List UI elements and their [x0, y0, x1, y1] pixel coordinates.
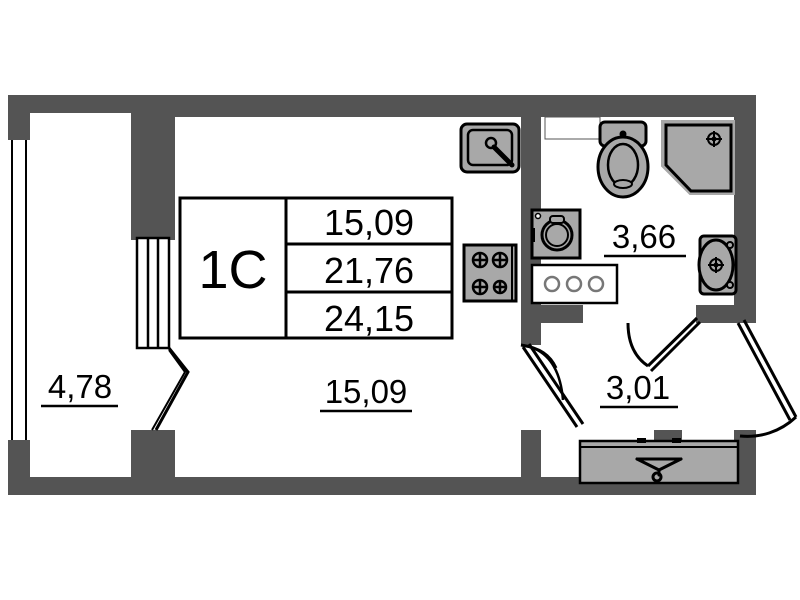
- balcony-glazing-line-a: [11, 140, 13, 440]
- shower-cabin-icon: [661, 120, 735, 195]
- door-living-to-hall: [520, 343, 585, 428]
- summary-row-3-value: 24,15: [324, 298, 414, 339]
- cooktop-icon: [462, 243, 518, 303]
- room-label-bathroom: 3,66: [604, 218, 686, 258]
- apartment-type-label: 1C: [198, 240, 267, 300]
- bathroom-area-value: 3,66: [612, 218, 676, 255]
- wall-balcony-bottom: [8, 477, 138, 495]
- wall-niche-icon: [544, 116, 601, 140]
- door-entrance: [736, 319, 798, 438]
- door-balcony: [135, 236, 190, 431]
- summary-table: 1C 15,09 21,76 24,15: [178, 196, 454, 340]
- balcony-glazing: [8, 140, 30, 440]
- wall-living-right: [521, 305, 541, 345]
- clothes-hanger-icon: [635, 457, 683, 483]
- wall-living-left: [153, 430, 175, 495]
- door-bathroom: [626, 316, 702, 373]
- washbasin-icon: [697, 234, 738, 296]
- hallway-area-value: 3,01: [606, 369, 670, 406]
- wall-bath-bottom-right: [696, 305, 754, 323]
- wall-hall-left-lower: [521, 430, 541, 495]
- shower-drain-icon: [706, 131, 722, 147]
- doors: [135, 236, 798, 438]
- living-room-area-value: 15,09: [325, 373, 408, 410]
- room-area-labels: 4,78 15,09 3,66 3,01: [41, 218, 686, 413]
- wall-main-top: [131, 95, 756, 117]
- kitchen-sink-icon: [459, 122, 521, 174]
- balcony-glazing-line-b: [25, 140, 27, 440]
- fixtures: [459, 120, 740, 485]
- room-label-balcony: 4,78: [41, 368, 118, 408]
- wall-balcony-top: [8, 95, 138, 113]
- basin-drain-icon: [708, 257, 724, 273]
- washing-machine-icon: [530, 208, 582, 260]
- wardrobe-icon: [578, 438, 740, 485]
- balcony-area-value: 4,78: [48, 368, 112, 405]
- wall-main-right: [734, 95, 756, 323]
- wall-balcony-partition-upper: [131, 95, 175, 240]
- toilet-icon: [596, 120, 650, 199]
- summary-row-2-value: 21,76: [324, 250, 414, 291]
- room-label-hallway: 3,01: [600, 369, 678, 409]
- room-label-living-room: 15,09: [320, 373, 412, 413]
- kitchen-counter-icon: [530, 263, 619, 305]
- summary-row-1-value: 15,09: [324, 202, 414, 243]
